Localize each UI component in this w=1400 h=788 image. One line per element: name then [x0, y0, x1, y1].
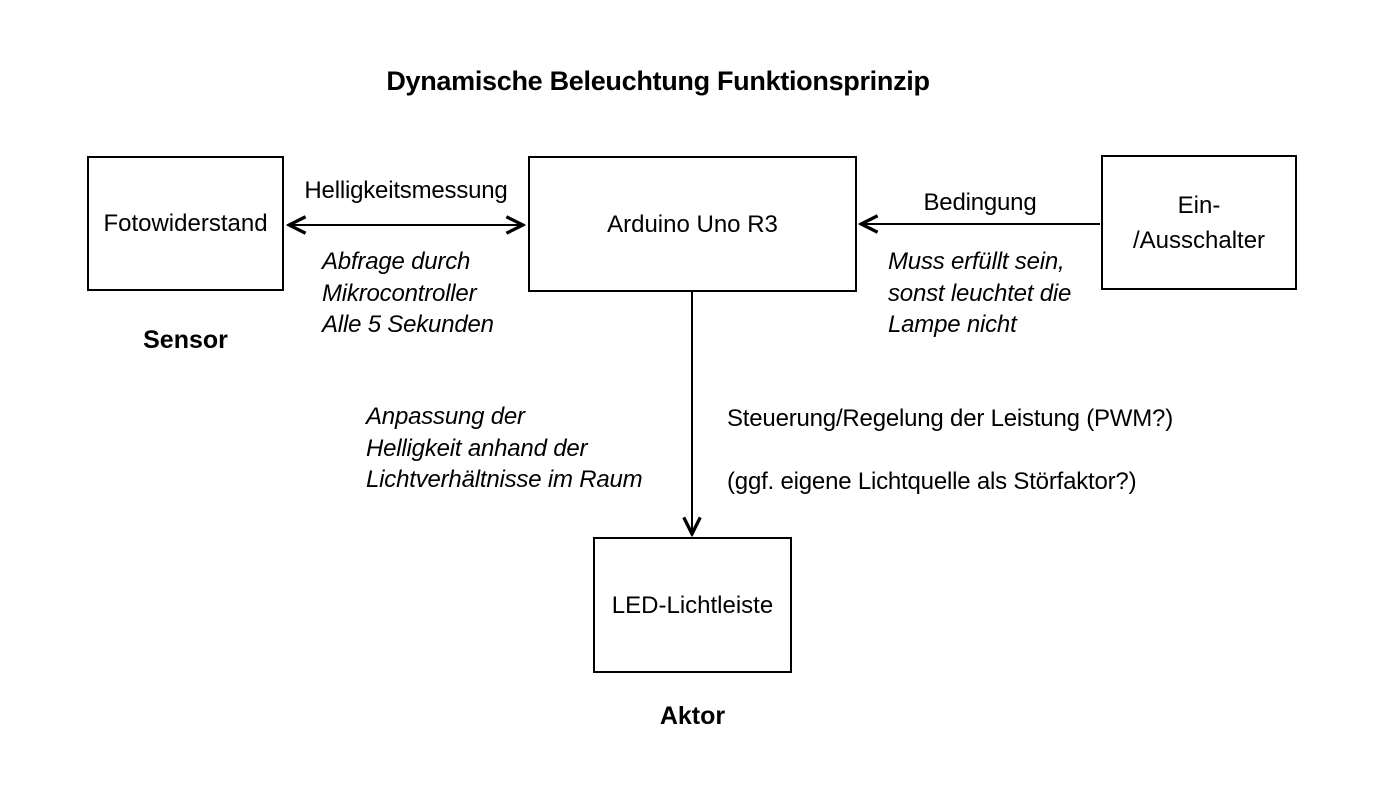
- note-line: Helligkeit anhand der: [366, 434, 588, 462]
- box-ein-ausschalter: Ein- /Ausschalter: [1101, 155, 1297, 290]
- note-line: Alle 5 Sekunden: [322, 311, 494, 338]
- note-line: Mikrocontroller: [322, 279, 477, 307]
- edge-label-helligkeitsmessung: Helligkeitsmessung: [304, 177, 508, 204]
- note-line: Abfrage durch: [322, 248, 471, 275]
- box-fotowiderstand-label: Fotowiderstand: [103, 210, 268, 237]
- note-line: sonst leuchtet die: [888, 279, 1072, 307]
- note-muss-erfuellt-sein: Muss erfüllt sein, sonst leuchtet die La…: [888, 246, 1071, 341]
- box-arduino-label: Arduino Uno R3: [607, 210, 778, 238]
- box-ein-ausschalter-label-line2: /Ausschalter: [1132, 226, 1266, 254]
- box-fotowiderstand: Fotowiderstand: [87, 156, 284, 291]
- note-line: Lampe nicht: [888, 311, 1017, 338]
- note-line: Lichtverhältnisse im Raum: [366, 466, 643, 493]
- note-abfrage-durch-mikrocontroller: Abfrage durch Mikrocontroller Alle 5 Sek…: [322, 246, 494, 341]
- box-led-lichtleiste: LED-Lichtleiste: [593, 537, 792, 673]
- note-steuerung-regelung: Steuerung/Regelung der Leistung (PWM?): [727, 405, 1173, 432]
- note-line: Muss erfüllt sein,: [888, 248, 1065, 275]
- edge-label-bedingung: Bedingung: [923, 189, 1037, 216]
- diagram-title: Dynamische Beleuchtung Funktionsprinzip: [386, 66, 930, 96]
- box-led-label: LED-Lichtleiste: [611, 591, 774, 619]
- box-arduino-uno-r3: Arduino Uno R3: [528, 156, 857, 292]
- caption-sensor: Sensor: [143, 326, 228, 354]
- caption-aktor: Aktor: [659, 702, 726, 730]
- note-ggf-stoerfaktor: (ggf. eigene Lichtquelle als Störfaktor?…: [727, 468, 1137, 495]
- box-ein-ausschalter-label-line1: Ein-: [1177, 191, 1221, 219]
- note-line: Anpassung der: [366, 403, 525, 430]
- note-anpassung-der-helligkeit: Anpassung der Helligkeit anhand der Lich…: [366, 401, 643, 496]
